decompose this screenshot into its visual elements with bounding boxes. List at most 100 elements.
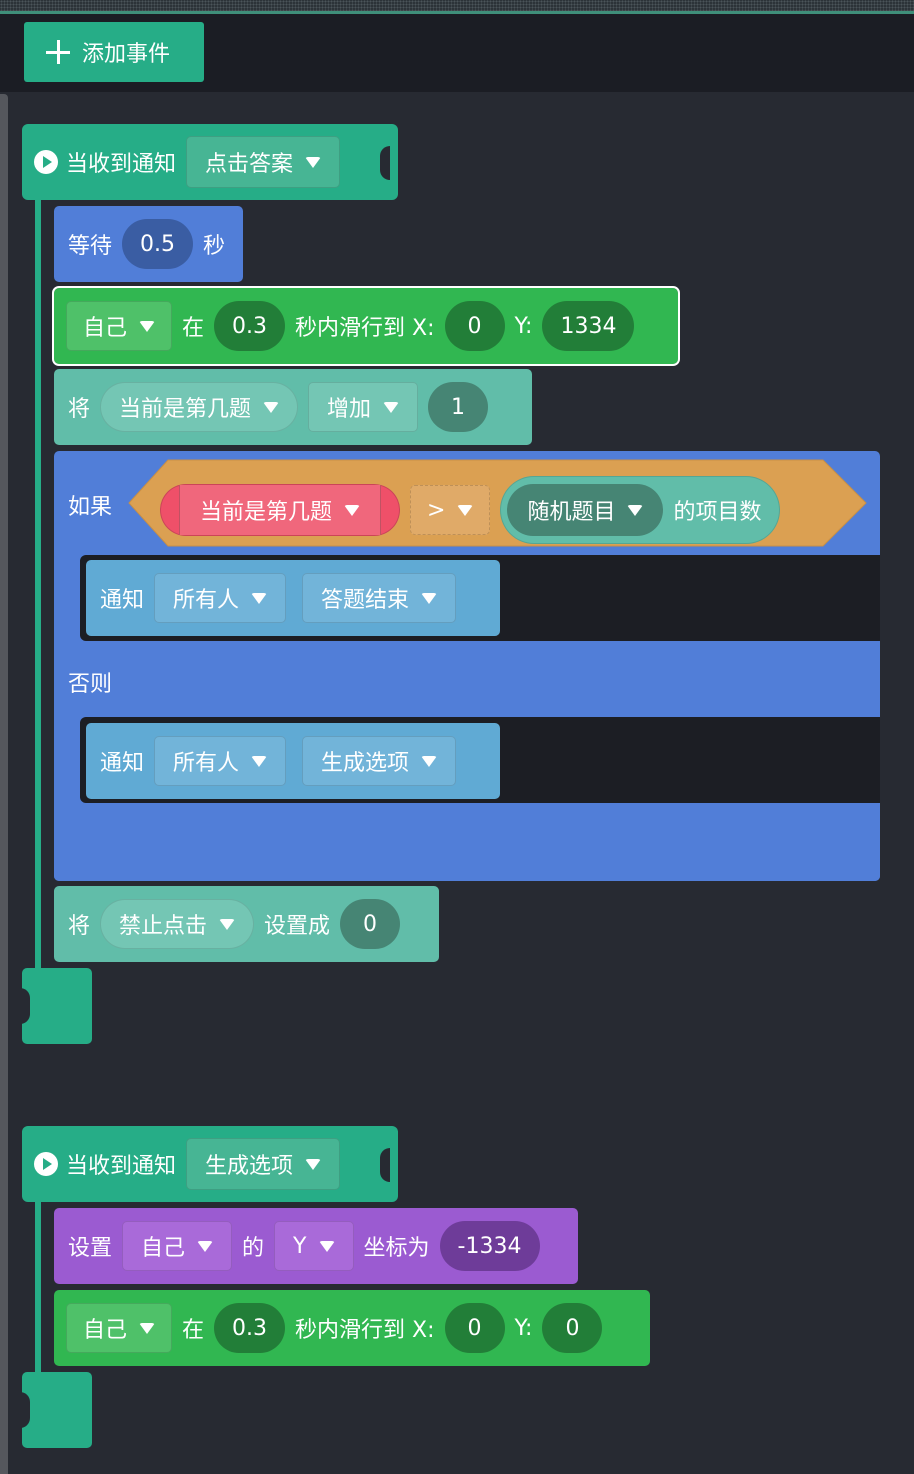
glide-x-input[interactable]: 0 bbox=[444, 1303, 505, 1353]
set-coord-value-input[interactable]: -1334 bbox=[439, 1221, 540, 1271]
dropdown-arrow-icon bbox=[263, 401, 280, 413]
dropdown-arrow-icon bbox=[421, 755, 438, 767]
glide-y-input[interactable]: 1334 bbox=[542, 301, 635, 351]
set-coord-axis-dropdown[interactable]: Y bbox=[274, 1221, 354, 1271]
set-coord-value: -1334 bbox=[457, 1233, 522, 1259]
dropdown-arrow-icon bbox=[421, 592, 438, 604]
set-variable-dropdown[interactable]: 禁止点击 bbox=[100, 899, 255, 949]
if-label: 如果 bbox=[68, 495, 113, 520]
set-coord-target-value: 自己 bbox=[141, 1236, 186, 1261]
comparator-dropdown[interactable]: > bbox=[410, 485, 491, 535]
list-length-reporter[interactable]: 随机题目 的项目数 bbox=[500, 476, 781, 544]
dropdown-arrow-icon bbox=[457, 504, 474, 516]
else-row bbox=[54, 641, 880, 717]
condition-contents: 当前是第几题 > 随机题目 的项目数 bbox=[160, 476, 781, 544]
if-else-bottom bbox=[54, 803, 880, 881]
wait-seconds-value: 0.5 bbox=[140, 231, 176, 257]
glide-x-input[interactable]: 0 bbox=[444, 301, 505, 351]
glide-target-dropdown[interactable]: 自己 bbox=[66, 1303, 173, 1353]
add-event-button[interactable]: 添加事件 bbox=[24, 22, 204, 82]
comparator-value: > bbox=[427, 497, 446, 523]
dropdown-arrow-icon bbox=[139, 320, 156, 332]
script-end-cap bbox=[20, 968, 92, 1044]
dropdown-arrow-icon bbox=[627, 504, 644, 516]
glide-block[interactable]: 自己 在 0.3 秒内滑行到 X: 0 Y: 1334 bbox=[52, 286, 680, 366]
script-end-cap bbox=[20, 1372, 92, 1448]
glide-in-label: 在 bbox=[182, 316, 205, 341]
glide-y-value: 1334 bbox=[560, 313, 617, 339]
dropdown-arrow-icon bbox=[251, 592, 268, 604]
set-coord-label: 设置 bbox=[68, 1236, 113, 1261]
notify-target-dropdown[interactable]: 所有人 bbox=[154, 736, 287, 786]
dropdown-arrow-icon bbox=[197, 1240, 214, 1252]
notify-message-dropdown[interactable]: 生成选项 bbox=[302, 736, 457, 786]
glide-y-label: Y: bbox=[514, 1315, 533, 1341]
list-length-label: 的项目数 bbox=[673, 500, 762, 525]
change-variable-dropdown[interactable]: 当前是第几题 bbox=[100, 382, 299, 432]
dropdown-arrow-icon bbox=[219, 918, 236, 930]
notify-block-end[interactable]: 通知 所有人 答题结束 bbox=[86, 560, 500, 636]
left-variable-reporter[interactable]: 当前是第几题 bbox=[160, 484, 401, 536]
glide-target-value: 自己 bbox=[83, 316, 128, 341]
set-coord-to-label: 坐标为 bbox=[363, 1236, 430, 1261]
glide-seconds-input[interactable]: 0.3 bbox=[214, 1303, 286, 1353]
set-value: 0 bbox=[363, 911, 378, 937]
event-label: 当收到通知 bbox=[66, 152, 177, 177]
change-op-dropdown[interactable]: 增加 bbox=[308, 382, 419, 432]
notify-target-value: 所有人 bbox=[173, 588, 240, 613]
set-coordinate-block[interactable]: 设置 自己 的 Y 坐标为 -1334 bbox=[54, 1208, 578, 1284]
message-dropdown[interactable]: 生成选项 bbox=[186, 1138, 341, 1190]
glide-seconds-input[interactable]: 0.3 bbox=[214, 301, 286, 351]
notify-block-generate[interactable]: 通知 所有人 生成选项 bbox=[86, 723, 500, 799]
notify-target-dropdown[interactable]: 所有人 bbox=[154, 573, 287, 623]
glide-y-input[interactable]: 0 bbox=[542, 1303, 603, 1353]
event-when-receive-block[interactable]: 当收到通知 生成选项 bbox=[22, 1126, 398, 1202]
left-variable-dropdown[interactable]: 当前是第几题 bbox=[179, 485, 382, 535]
script-spine bbox=[35, 1200, 41, 1392]
notify-label: 通知 bbox=[100, 751, 145, 776]
message-value: 点击答案 bbox=[205, 152, 294, 177]
notify-message-value: 生成选项 bbox=[321, 751, 410, 776]
wait-unit: 秒 bbox=[203, 234, 226, 259]
list-dropdown[interactable]: 随机题目 bbox=[507, 484, 664, 536]
event-when-receive-block[interactable]: 当收到通知 点击答案 bbox=[22, 124, 398, 200]
message-value: 生成选项 bbox=[205, 1154, 294, 1179]
notify-message-dropdown[interactable]: 答题结束 bbox=[302, 573, 457, 623]
toolbar: 添加事件 bbox=[0, 14, 914, 92]
hat-notch bbox=[380, 1148, 390, 1182]
change-amount-value: 1 bbox=[451, 394, 466, 420]
dropdown-arrow-icon bbox=[383, 401, 400, 413]
play-icon bbox=[34, 1152, 58, 1176]
change-variable-block[interactable]: 将 当前是第几题 增加 1 bbox=[54, 369, 532, 445]
glide-to-label: 秒内滑行到 X: bbox=[295, 316, 435, 341]
dropdown-arrow-icon bbox=[305, 1158, 322, 1170]
code-workspace: 当收到通知 点击答案 等待 0.5 秒 自己 在 0.3 秒内滑行到 X: 0 … bbox=[0, 92, 914, 1474]
workspace-scrollbar[interactable] bbox=[0, 94, 8, 1474]
message-dropdown[interactable]: 点击答案 bbox=[186, 136, 341, 188]
glide-target-dropdown[interactable]: 自己 bbox=[66, 301, 173, 351]
set-to-label: 设置成 bbox=[264, 914, 331, 939]
glide-y-label: Y: bbox=[514, 313, 533, 339]
dropdown-arrow-icon bbox=[139, 1322, 156, 1334]
glide-x-value: 0 bbox=[467, 1315, 482, 1341]
top-divider bbox=[0, 11, 914, 14]
change-op-value: 增加 bbox=[327, 397, 372, 422]
glide-block[interactable]: 自己 在 0.3 秒内滑行到 X: 0 Y: 0 bbox=[54, 1290, 650, 1366]
wait-seconds-input[interactable]: 0.5 bbox=[122, 219, 194, 269]
notify-label: 通知 bbox=[100, 588, 145, 613]
change-amount-input[interactable]: 1 bbox=[428, 382, 489, 432]
list-variable-value: 随机题目 bbox=[527, 500, 616, 525]
hat-notch bbox=[380, 146, 390, 180]
top-strip bbox=[0, 0, 914, 12]
wait-block[interactable]: 等待 0.5 秒 bbox=[54, 206, 243, 282]
set-variable-block[interactable]: 将 禁止点击 设置成 0 bbox=[54, 886, 439, 962]
set-value-input[interactable]: 0 bbox=[340, 899, 401, 949]
notify-target-value: 所有人 bbox=[173, 751, 240, 776]
set-coord-target-dropdown[interactable]: 自己 bbox=[122, 1221, 233, 1271]
wait-label: 等待 bbox=[68, 234, 113, 259]
glide-seconds-value: 0.3 bbox=[232, 313, 268, 339]
glide-target-value: 自己 bbox=[83, 1318, 128, 1343]
dropdown-arrow-icon bbox=[344, 504, 361, 516]
set-variable-value: 禁止点击 bbox=[119, 914, 208, 939]
plus-icon bbox=[46, 40, 70, 64]
